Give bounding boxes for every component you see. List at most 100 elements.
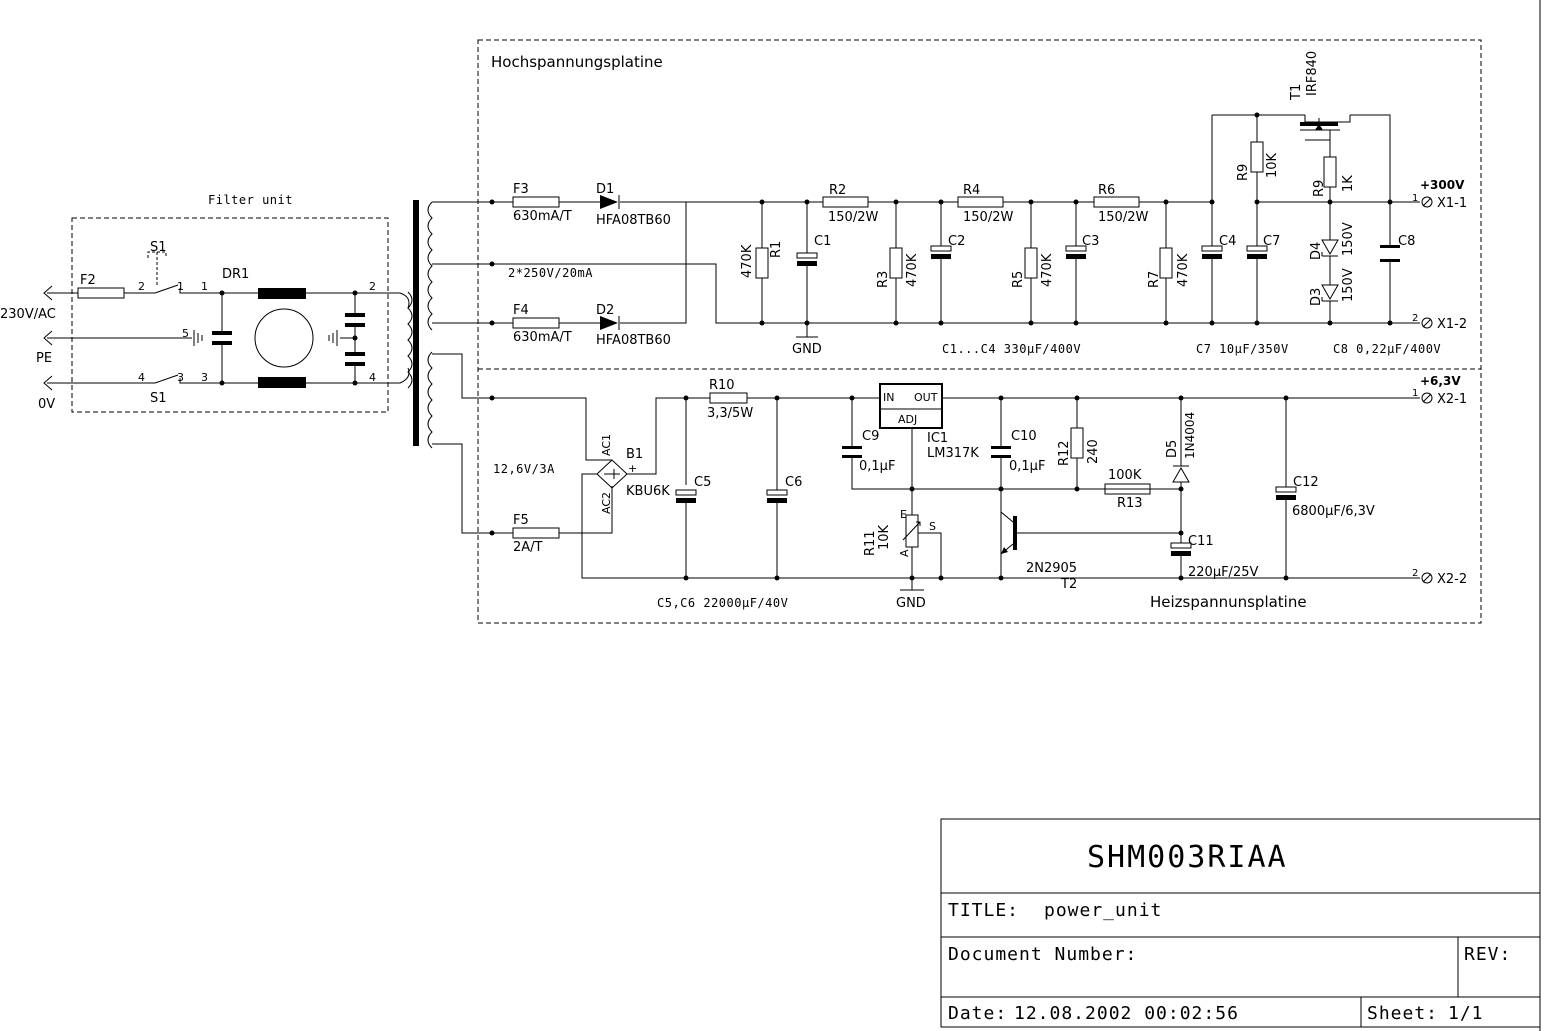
value-f3: 630mA/T	[513, 209, 572, 224]
pin-5: 5	[182, 327, 189, 340]
value-r1: 470K	[740, 244, 755, 278]
hv-board-outline	[477, 39, 1482, 624]
label-mains: 230V/AC	[0, 307, 56, 322]
cap-c10	[991, 446, 1011, 449]
diode-d2	[600, 316, 618, 330]
label-c12: C12	[1293, 475, 1319, 490]
label-r3: R3	[876, 271, 891, 288]
cap-c11	[1170, 542, 1192, 549]
rev-label: REV:	[1464, 944, 1511, 965]
label-t2: T2	[1060, 577, 1077, 592]
label-c8: C8	[1398, 234, 1415, 249]
pin-4: 4	[138, 371, 145, 384]
heater-board: F5 2A/T B1 KBU6K AC1 AC2 + R10 3,3/5W C5…	[432, 353, 1467, 611]
label-d1: D1	[596, 182, 614, 197]
value-r13: 100K	[1108, 468, 1142, 483]
pin-1b: 1	[201, 280, 208, 293]
cap-c8	[1380, 245, 1400, 248]
terminal-x1-2	[1421, 317, 1433, 329]
transistor-t2	[1000, 489, 1181, 578]
label-r7: R7	[1147, 271, 1162, 288]
value-r7: 470K	[1176, 253, 1191, 287]
note-c5-c6: C5,C6 22000µF/40V	[657, 596, 788, 610]
label-r12: R12	[1057, 440, 1072, 466]
out-pin-2: 2	[369, 280, 376, 293]
resistor-r2	[822, 196, 869, 208]
label-b1: B1	[626, 447, 643, 462]
label-pot-a: A	[898, 549, 911, 557]
label-c4: C4	[1219, 234, 1236, 249]
label-c6: C6	[785, 475, 802, 490]
note-c7: C7 10µF/350V	[1196, 342, 1289, 356]
bridge-b1	[596, 459, 628, 489]
choke-dr1-top	[258, 288, 306, 299]
value-d4: 150V	[1341, 222, 1356, 256]
value-r10: 3,3/5W	[707, 406, 753, 421]
resistor-r6	[1093, 196, 1140, 208]
pe-ground-icon	[193, 330, 203, 346]
label-s1-bottom: S1	[150, 391, 167, 406]
label-pe: PE	[36, 351, 52, 366]
title-label: TITLE:	[948, 900, 1019, 921]
heater-board-title: Heizspannunsplatine	[1150, 593, 1307, 611]
label-dr1: DR1	[222, 267, 249, 282]
resistor-r7	[1159, 247, 1173, 279]
diode-d1	[600, 195, 618, 209]
label-x2-2: X2-2	[1437, 572, 1467, 587]
value-f5: 2A/T	[513, 540, 543, 555]
fuse-f3	[512, 196, 560, 208]
zero-arrow-icon	[43, 375, 53, 391]
label-r6: R6	[1098, 183, 1115, 198]
label-zero: 0V	[38, 397, 55, 412]
label-f3: F3	[513, 182, 529, 197]
value-r3: 470K	[905, 253, 920, 287]
resistor-r4	[957, 196, 1004, 208]
ic1-pin-adj: ADJ	[898, 413, 917, 426]
label-c11: C11	[1188, 534, 1214, 549]
label-r5: R5	[1011, 271, 1026, 288]
label-t1: T1	[1289, 84, 1304, 101]
label-f4: F4	[513, 303, 529, 318]
ic1-pin-out: OUT	[914, 391, 938, 404]
filter-unit-outline	[71, 217, 389, 413]
zener-d3	[1321, 284, 1339, 302]
label-d2: D2	[596, 303, 614, 318]
cap-c2	[930, 245, 952, 252]
label-pot-e: E	[900, 508, 907, 521]
out-pin-4: 4	[369, 371, 376, 384]
resistor-r10	[709, 392, 748, 404]
label-pot-s: S	[929, 520, 936, 533]
label-c3: C3	[1082, 234, 1099, 249]
fuse-f2	[77, 287, 125, 299]
pin-x2-1: 1	[1412, 388, 1418, 399]
pin-x1-1: 1	[1412, 193, 1418, 204]
pin-1: 1	[177, 280, 184, 293]
note-c8: C8 0,22µF/400V	[1333, 342, 1441, 356]
label-c9: C9	[862, 429, 879, 444]
label-c5: C5	[694, 475, 711, 490]
resistor-r1	[755, 247, 769, 279]
hv-board: F3 630mA/T F4 630mA/T D1 HFA08TB60 D2 HF…	[432, 51, 1467, 357]
label-heater-output: +6,3V	[1420, 374, 1461, 388]
cap-c9	[842, 446, 862, 449]
filter-unit-title: Filter unit	[208, 193, 293, 207]
project-name: SHM003RIAA	[1087, 840, 1288, 875]
choke-dr1-bottom	[258, 377, 306, 388]
label-gnd-hv: GND	[792, 342, 822, 357]
label-r4: R4	[963, 183, 980, 198]
label-f2: F2	[80, 273, 96, 288]
value-r11: 10K	[877, 524, 892, 550]
cap-c5	[675, 489, 697, 496]
value-t2: 2N2905	[1026, 561, 1077, 576]
switch-s1-bottom	[154, 374, 179, 384]
lv-secondary-winding	[427, 351, 433, 449]
resistor-r13	[1104, 483, 1151, 495]
pin-3: 3	[177, 371, 184, 384]
value-r2: 150/2W	[828, 210, 878, 225]
label-b1-plus: +	[628, 462, 637, 475]
value-c11: 220µF/25V	[1188, 565, 1258, 580]
cap-c6	[766, 489, 788, 496]
label-r2: R2	[829, 183, 846, 198]
switch-s1-top	[154, 284, 179, 294]
label-d5: D5	[1165, 440, 1180, 458]
